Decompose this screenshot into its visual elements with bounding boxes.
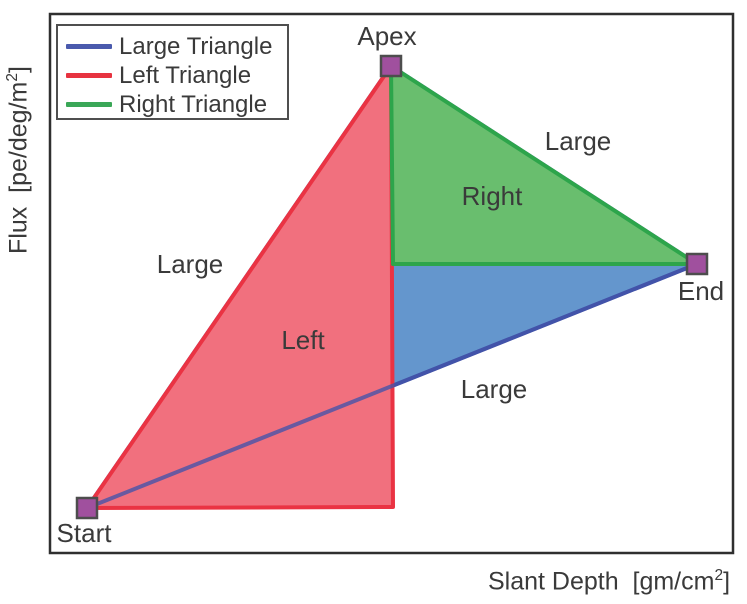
legend-item-label: Left Triangle [119, 61, 252, 89]
apex-marker [379, 54, 403, 78]
legend: Large Triangle Left Triangle Right Trian… [56, 24, 289, 120]
right-triangle-shape [389, 64, 699, 266]
end-marker [685, 252, 709, 276]
large-hypotenuse-overlay [85, 262, 699, 510]
left-triangle-shape [85, 64, 395, 510]
legend-item-label: Large Triangle [119, 32, 273, 60]
left-triangle-line-swatch [66, 73, 112, 78]
right-triangle-line-swatch [66, 102, 112, 107]
legend-item-large-triangle: Large Triangle [66, 32, 283, 61]
start-marker [75, 496, 99, 520]
legend-item-label: Right Triangle [119, 90, 268, 118]
large-triangle-line-swatch [66, 44, 112, 49]
plot-frame [48, 12, 735, 555]
legend-item-left-triangle: Left Triangle [66, 61, 283, 90]
legend-item-right-triangle: Right Triangle [66, 90, 283, 119]
